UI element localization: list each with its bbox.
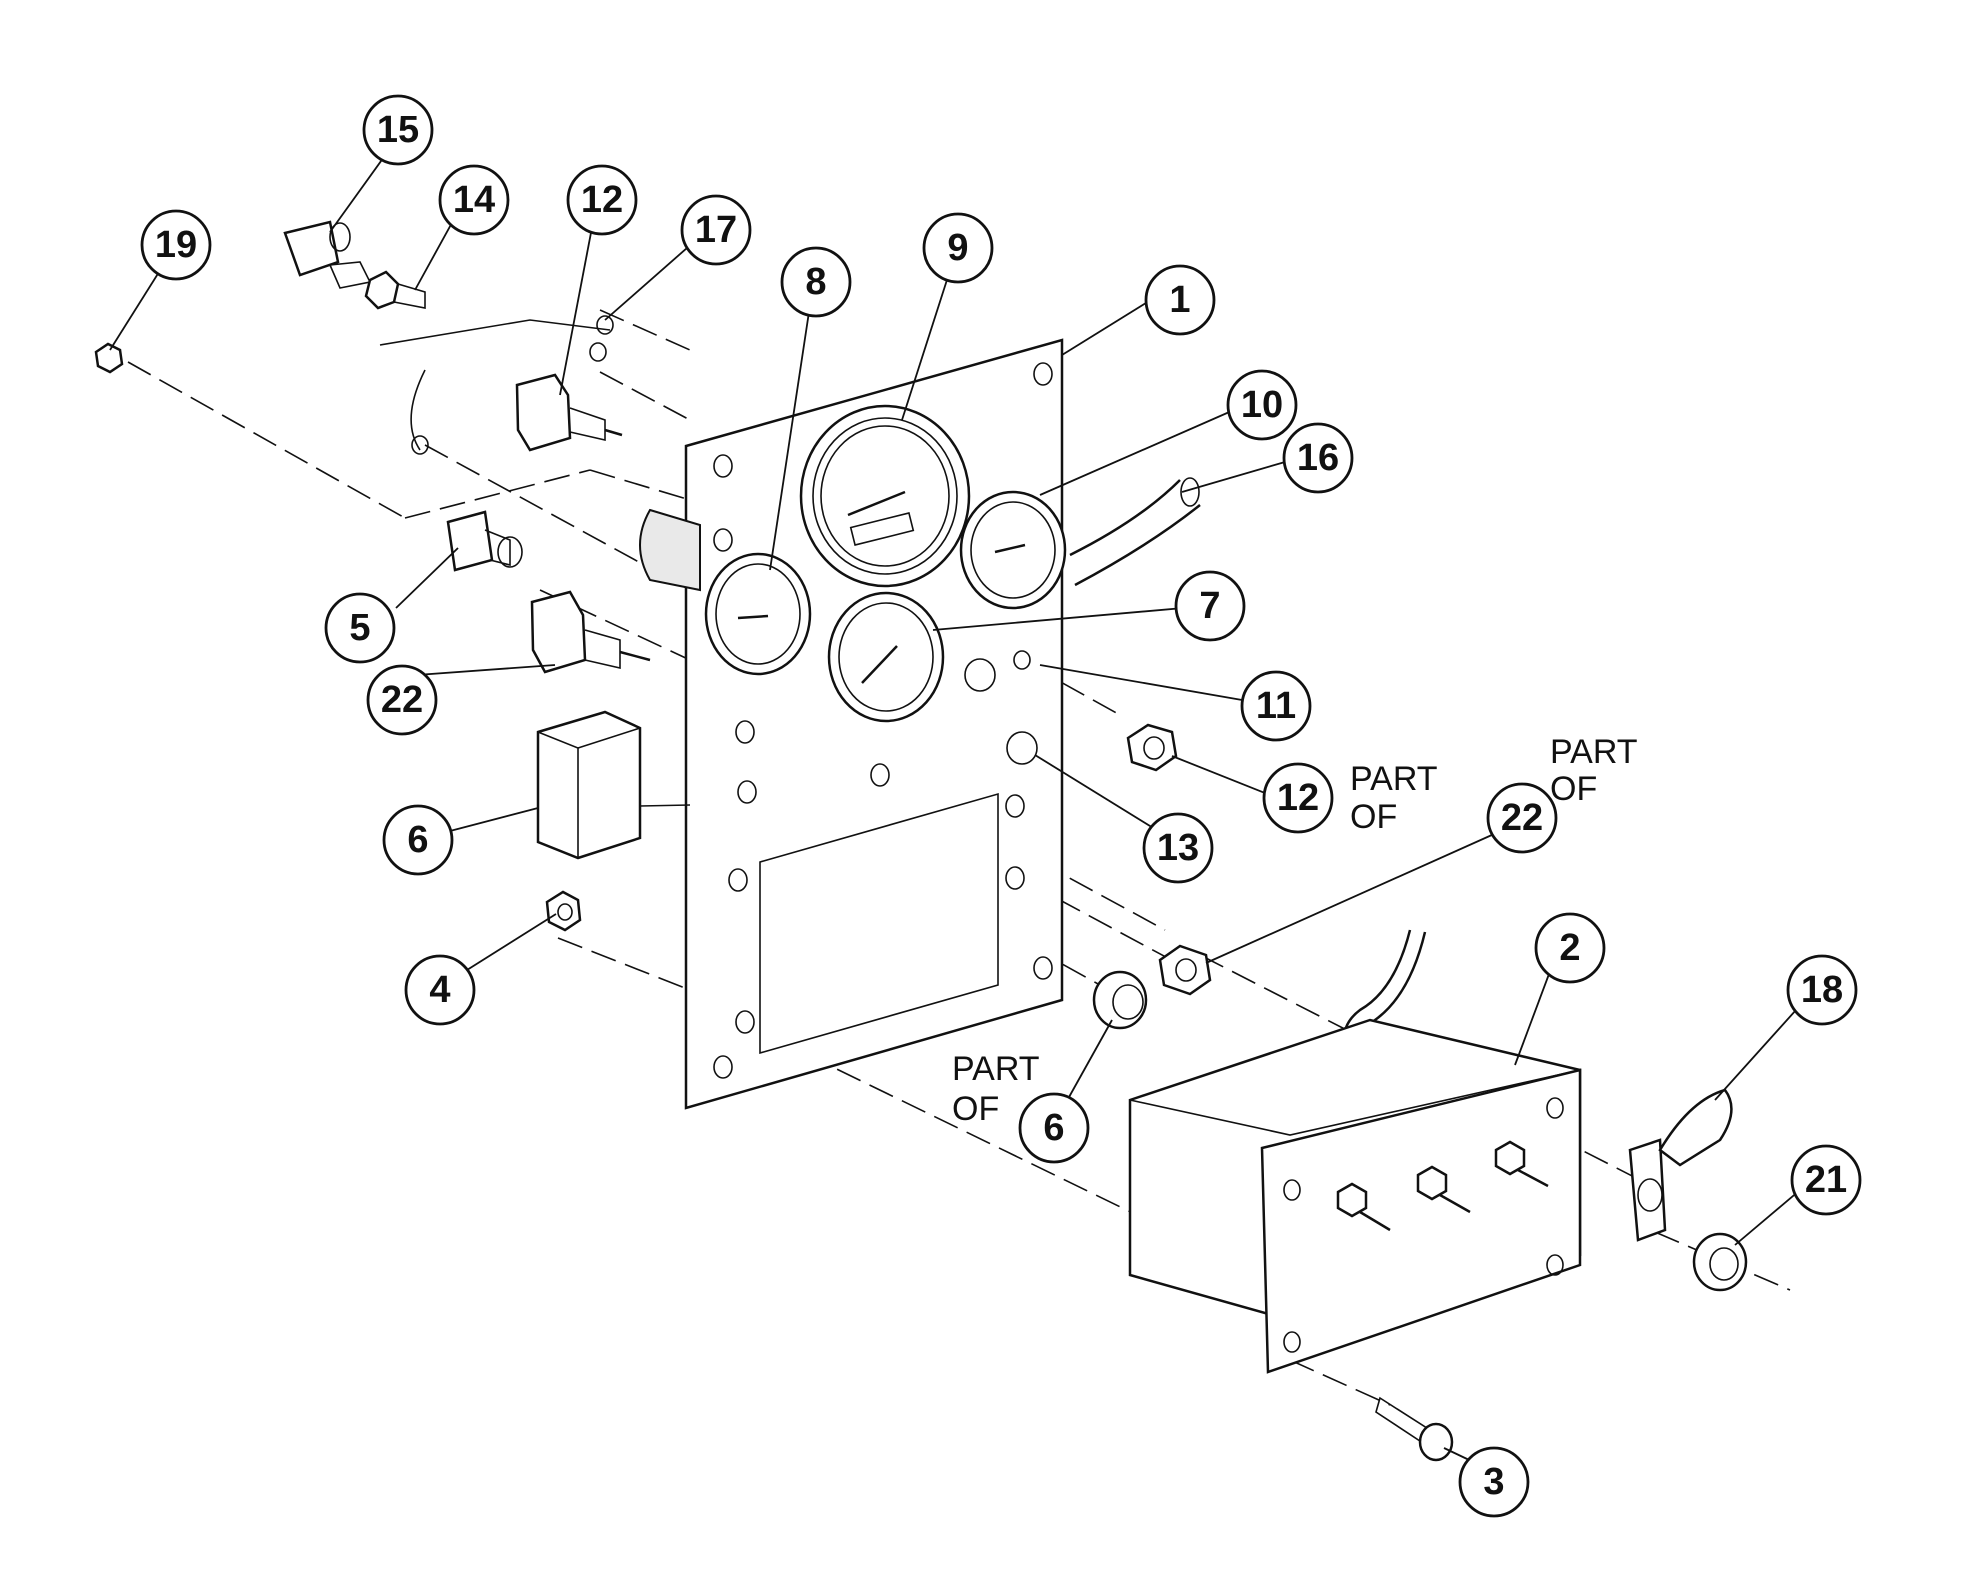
svg-text:5: 5 bbox=[349, 607, 370, 649]
callout-7: 7 bbox=[1174, 570, 1246, 642]
callout-2: 2 bbox=[1534, 912, 1606, 984]
callout-18: 18 bbox=[1786, 954, 1858, 1026]
svg-text:OF: OF bbox=[1550, 770, 1597, 808]
svg-text:12: 12 bbox=[581, 179, 623, 221]
svg-text:17: 17 bbox=[695, 209, 737, 251]
svg-text:PART: PART bbox=[1350, 760, 1438, 798]
svg-text:13: 13 bbox=[1157, 827, 1199, 869]
gauge-10 bbox=[959, 490, 1067, 610]
svg-text:18: 18 bbox=[1801, 969, 1843, 1011]
callout-11: 11 bbox=[1240, 670, 1312, 742]
knob-6 bbox=[1092, 970, 1148, 1030]
callout-3: 3 bbox=[1458, 1446, 1530, 1518]
svg-text:14: 14 bbox=[453, 179, 495, 221]
wire-clip-17 bbox=[379, 315, 614, 455]
callout-1: 1 bbox=[1144, 264, 1216, 336]
box-6 bbox=[536, 710, 691, 860]
svg-text:3: 3 bbox=[1483, 1461, 1504, 1503]
screw-3 bbox=[1375, 1396, 1454, 1462]
svg-text:OF: OF bbox=[1350, 798, 1397, 836]
svg-text:9: 9 bbox=[947, 227, 968, 269]
callout-14: 14 bbox=[438, 164, 510, 236]
svg-text:15: 15 bbox=[377, 109, 419, 151]
note-part-of-6: PART OF bbox=[952, 1050, 1040, 1128]
callout-21: 21 bbox=[1790, 1144, 1862, 1216]
housing-2 bbox=[1128, 1018, 1582, 1374]
elbow-fitting-15 bbox=[283, 220, 372, 289]
callout-15: 15 bbox=[362, 94, 434, 166]
callout-13: 13 bbox=[1142, 812, 1214, 884]
callout-4: 4 bbox=[404, 954, 476, 1026]
gauge-9 bbox=[799, 404, 971, 588]
callout-16: 16 bbox=[1282, 422, 1354, 494]
svg-text:PART: PART bbox=[952, 1050, 1040, 1088]
nut-21 bbox=[1692, 1232, 1748, 1292]
hose-16 bbox=[1069, 477, 1201, 587]
svg-text:16: 16 bbox=[1297, 437, 1339, 479]
callout-12-right: 12 bbox=[1262, 762, 1334, 834]
nut-19 bbox=[94, 342, 124, 374]
svg-text:OF: OF bbox=[952, 1090, 999, 1128]
callout-5: 5 bbox=[324, 592, 396, 664]
switch-5 bbox=[446, 510, 523, 572]
svg-text:1: 1 bbox=[1169, 279, 1190, 321]
svg-text:22: 22 bbox=[381, 679, 423, 721]
svg-text:22: 22 bbox=[1501, 797, 1543, 839]
bracket-18 bbox=[1628, 1088, 1733, 1242]
callout-10: 10 bbox=[1226, 369, 1298, 441]
toggle-switch-22 bbox=[530, 590, 651, 674]
nut-12 bbox=[1126, 723, 1178, 772]
nut-22 bbox=[1158, 944, 1212, 996]
callout-22-left: 22 bbox=[366, 664, 438, 736]
svg-text:21: 21 bbox=[1805, 1159, 1847, 1201]
note-part-of-12: PART OF bbox=[1350, 760, 1438, 836]
callout-9: 9 bbox=[922, 212, 994, 284]
callout-12-top: 12 bbox=[566, 164, 638, 236]
svg-text:10: 10 bbox=[1241, 384, 1283, 426]
svg-text:PART: PART bbox=[1550, 733, 1638, 771]
svg-text:12: 12 bbox=[1277, 777, 1319, 819]
gauge-8 bbox=[704, 552, 812, 676]
svg-text:4: 4 bbox=[429, 969, 450, 1011]
svg-text:6: 6 bbox=[1043, 1107, 1064, 1149]
callout-22-right: 22 bbox=[1486, 782, 1558, 854]
callout-6-left: 6 bbox=[382, 804, 454, 876]
note-part-of-22: PART OF bbox=[1550, 733, 1638, 808]
toggle-switch-12 bbox=[515, 373, 623, 452]
nut-4 bbox=[545, 890, 582, 932]
cylinder-behind-panel bbox=[639, 508, 701, 592]
callout-6-part-of: 6 bbox=[1018, 1092, 1090, 1164]
fitting-14 bbox=[364, 270, 426, 310]
svg-text:2: 2 bbox=[1559, 927, 1580, 969]
svg-text:8: 8 bbox=[805, 261, 826, 303]
callout-19: 19 bbox=[140, 209, 212, 281]
svg-text:11: 11 bbox=[1256, 685, 1296, 727]
callout-17: 17 bbox=[680, 194, 752, 266]
svg-text:6: 6 bbox=[407, 819, 428, 861]
callout-8: 8 bbox=[780, 246, 852, 318]
svg-text:19: 19 bbox=[155, 224, 197, 266]
svg-text:7: 7 bbox=[1199, 585, 1220, 627]
gauge-7 bbox=[827, 591, 945, 723]
